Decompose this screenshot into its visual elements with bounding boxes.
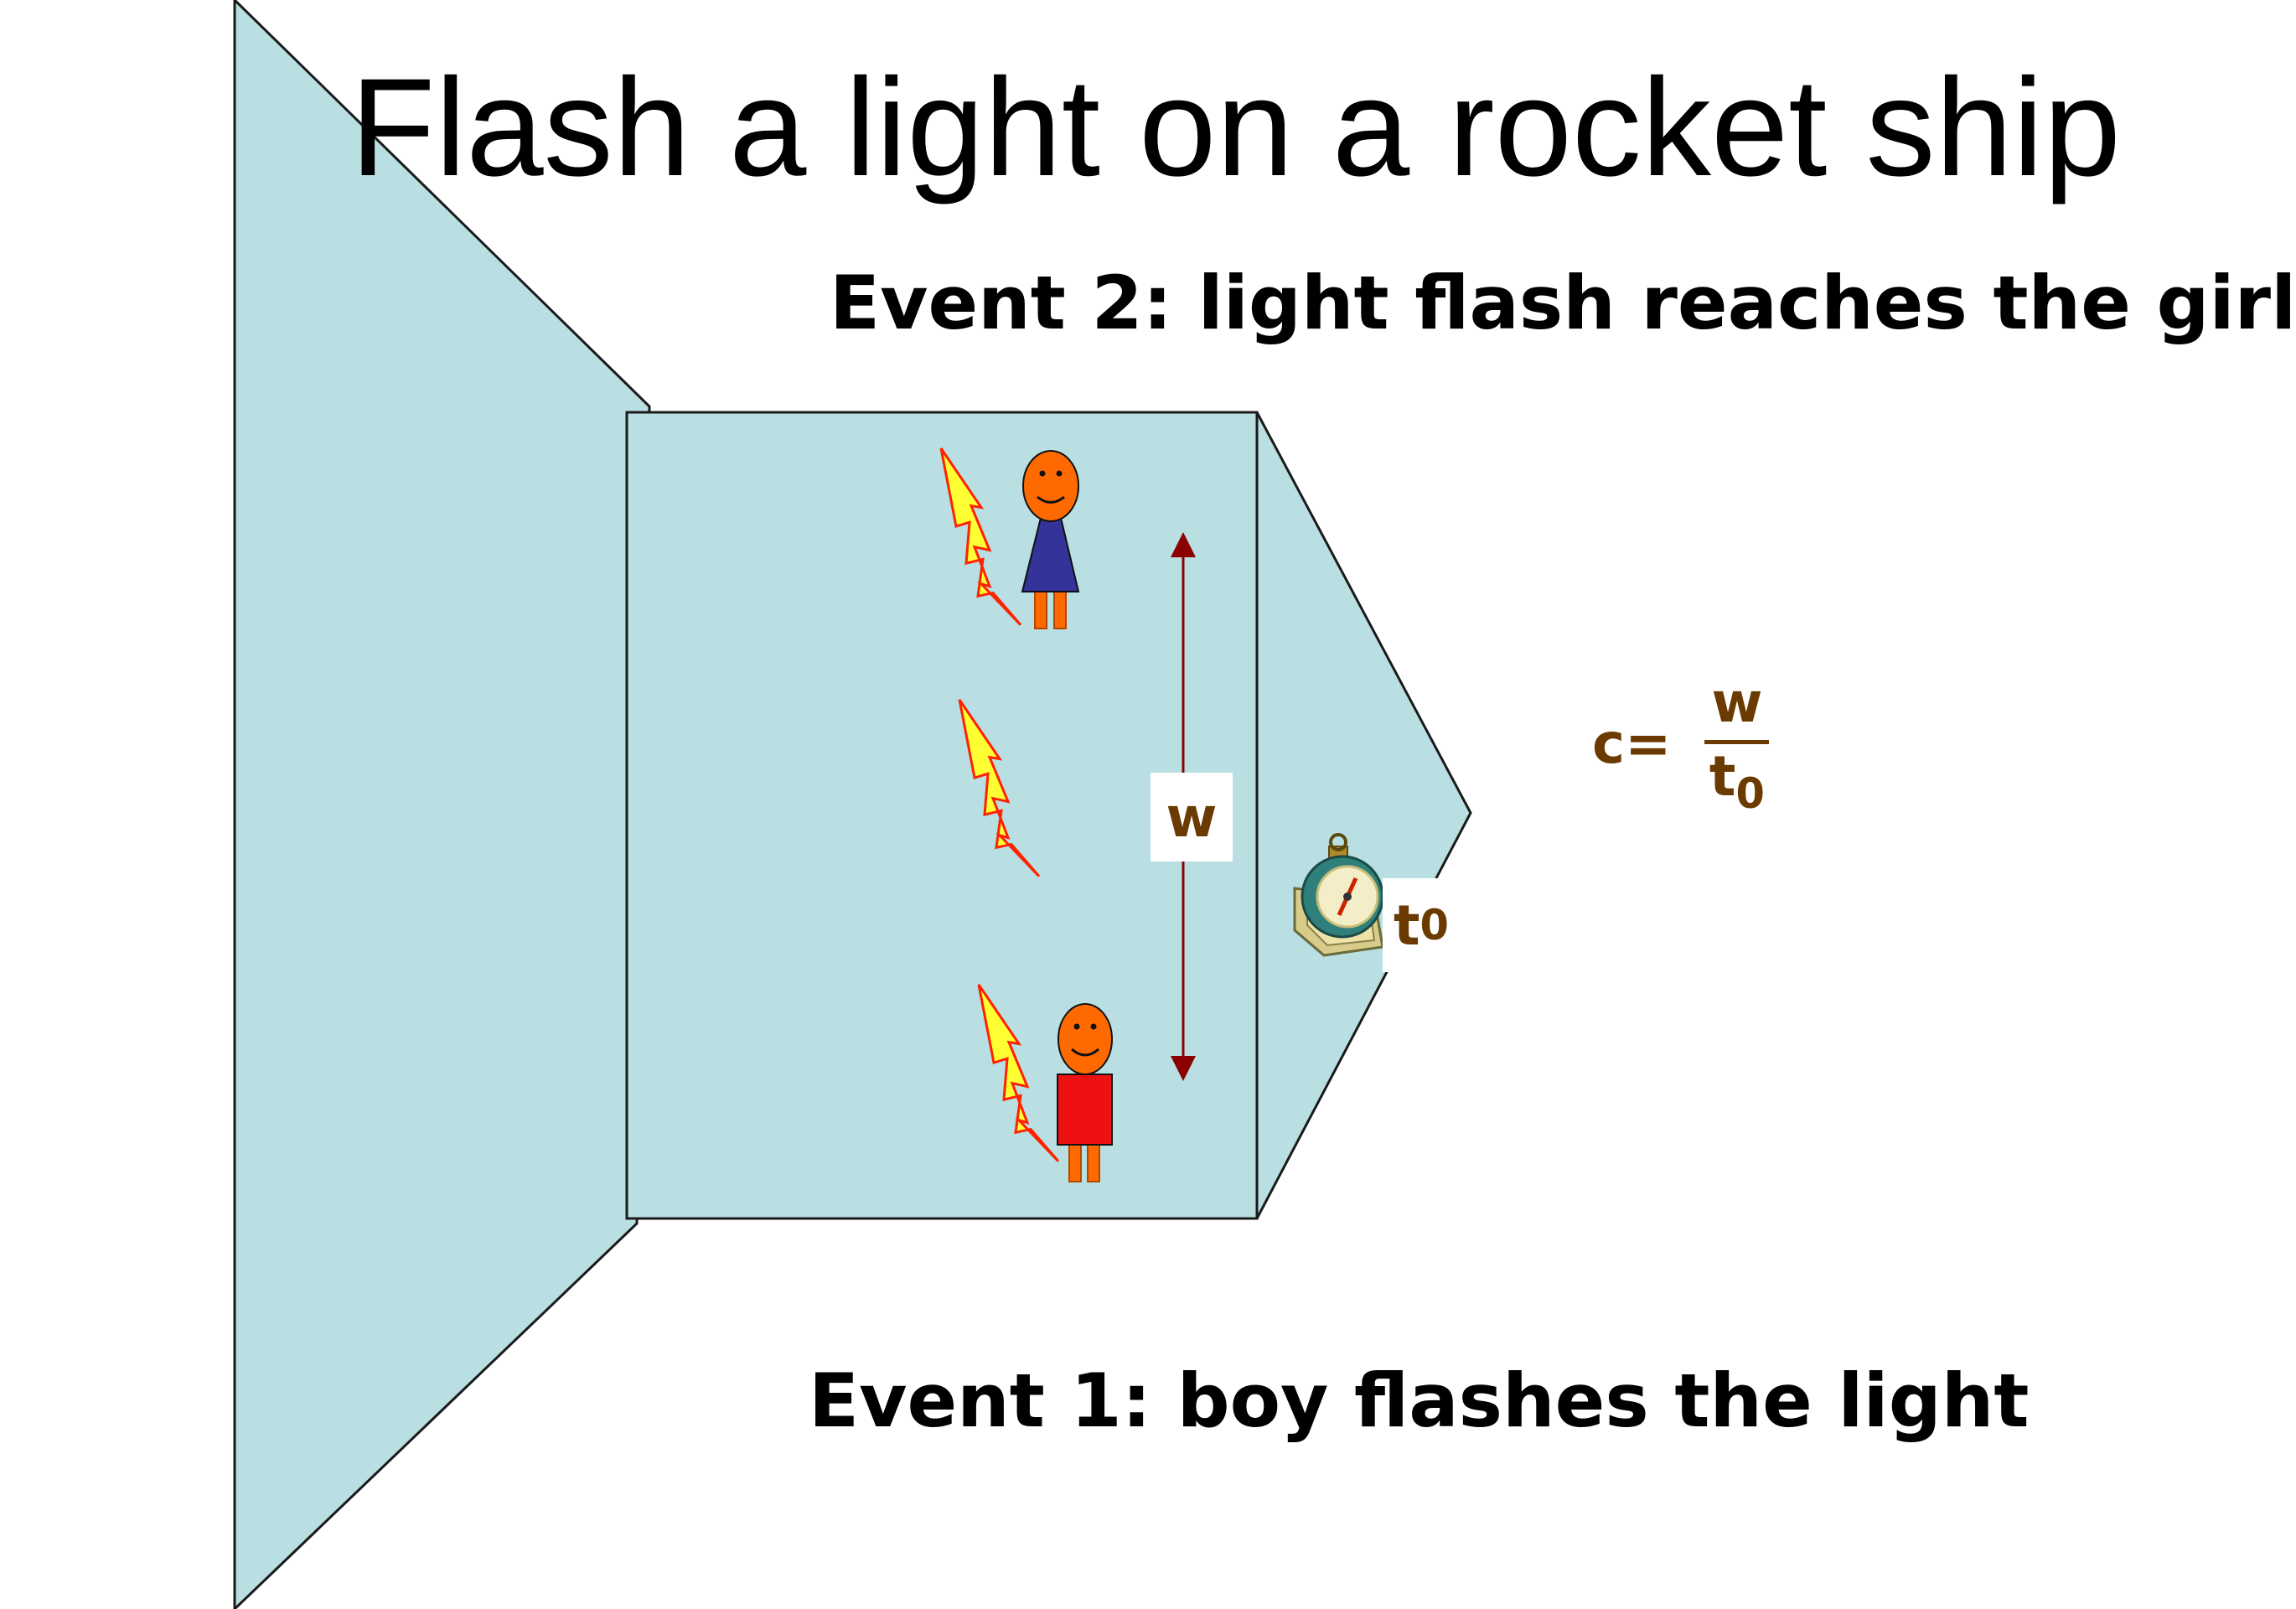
width-label: w xyxy=(1151,773,1233,861)
slide: Flash a light on a rocket ship Event 2: … xyxy=(233,0,2296,1609)
time-label-subscript: 0 xyxy=(1419,901,1449,949)
rocket-diagram xyxy=(233,0,1472,1609)
rocket-nose xyxy=(1255,411,1472,1219)
event-1-caption: Event 1: boy flashes the light xyxy=(809,1358,2030,1444)
speed-formula: c= w t0 xyxy=(1592,670,1770,818)
event-2-caption: Event 2: light flash reaches the girl xyxy=(830,260,2296,346)
stopwatch-icon xyxy=(1293,833,1384,957)
slide-title: Flash a light on a rocket ship xyxy=(350,50,2122,205)
boy-figure xyxy=(1057,1003,1113,1182)
formula-denominator-group: t0 xyxy=(1709,744,1765,818)
time-label-text: t xyxy=(1393,892,1420,958)
formula-fraction: w t0 xyxy=(1704,670,1770,818)
rocket-tail xyxy=(233,0,651,1609)
girl-figure xyxy=(1021,450,1080,629)
formula-denominator-subscript: 0 xyxy=(1735,768,1765,818)
formula-numerator: w xyxy=(1704,670,1770,744)
formula-denominator: t xyxy=(1709,744,1736,809)
formula-lhs: c= xyxy=(1592,711,1672,777)
width-label-text: w xyxy=(1166,784,1218,850)
